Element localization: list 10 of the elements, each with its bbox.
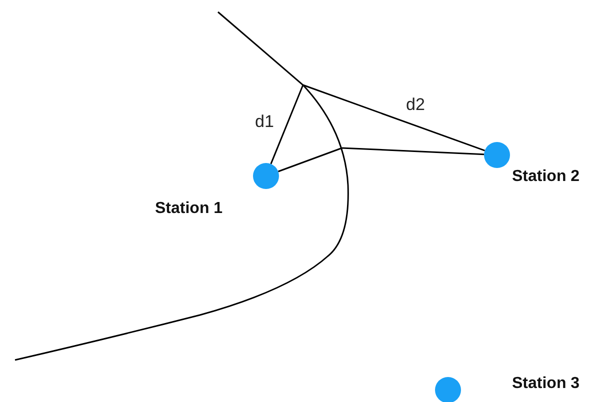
station-label: Station 2 — [512, 168, 580, 186]
station-dot — [253, 163, 279, 189]
distance-line — [270, 84, 304, 164]
station-label: Station 1 — [155, 200, 223, 218]
distance-line — [342, 147, 484, 156]
distance-line — [278, 147, 342, 172]
station-label: Station 3 — [512, 375, 580, 393]
distance-line — [302, 84, 486, 152]
station-dot — [435, 377, 461, 402]
station-dot — [484, 142, 510, 168]
